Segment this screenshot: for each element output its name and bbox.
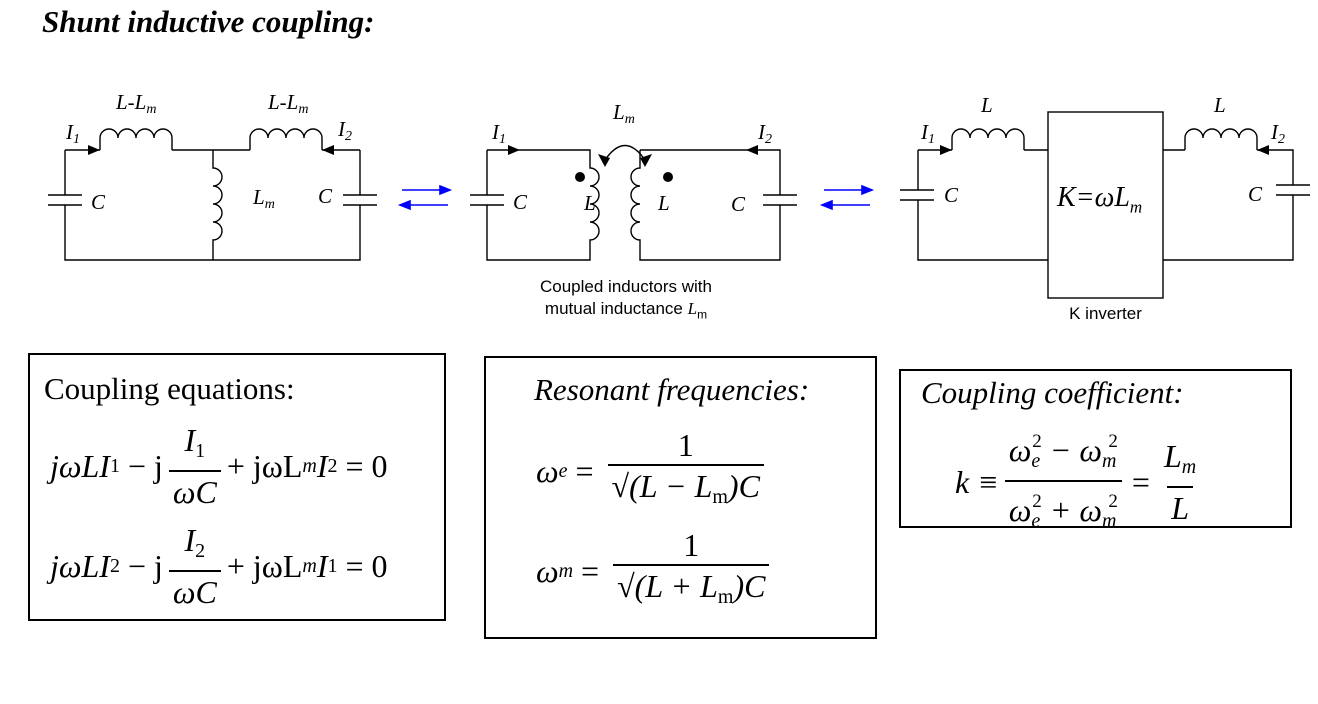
c2-cap-left-label: C	[513, 190, 528, 214]
equiv-arrowhead-1a	[439, 184, 453, 196]
coupling-coefficient-heading: Coupling coefficient:	[921, 375, 1184, 410]
c2-dot-left	[575, 172, 585, 182]
c3-cap-left	[900, 189, 934, 201]
equiv-arrowhead-2a	[861, 184, 875, 196]
c3-inductor-left-label: L	[981, 93, 993, 117]
c2-current-arrow-right	[746, 145, 758, 155]
c1-inductor-right-label: L-Lm	[268, 90, 309, 117]
c3-current-left-label: I1	[921, 120, 935, 147]
c3-right-loop	[1163, 149, 1294, 261]
coupling-equations-heading: Coupling equations:	[44, 371, 295, 406]
c3-current-arrow-left	[940, 145, 952, 155]
c2-caption-line2: mutual inductance Lm	[544, 299, 708, 322]
c1-inductor-left-label: L-Lm	[116, 90, 157, 117]
c2-right-loop	[630, 149, 781, 261]
c2-mutual-label: Lm	[613, 100, 635, 127]
c1-cap-right-label: C	[318, 184, 333, 208]
c2-current-left-label: I1	[492, 120, 506, 147]
c1-current-arrow-left	[88, 145, 100, 155]
c2-caption: Coupled inductors with mutual inductance…	[514, 276, 738, 325]
c1-current-right-label: I2	[338, 117, 352, 144]
c3-cap-right-label: C	[1248, 182, 1263, 206]
c3-cap-right	[1276, 184, 1310, 196]
c3-inductor-right	[1184, 128, 1258, 150]
c2-arc-arrow-right	[640, 154, 652, 167]
c2-left-loop	[486, 149, 600, 261]
c1-inductor-left	[99, 128, 173, 150]
c3-current-right-label: I2	[1271, 120, 1285, 147]
coupling-coefficient-box: Coupling coefficient: k ≡ ωe2 − ωm2 ωe2 …	[899, 369, 1292, 532]
c2-current-right-label: I2	[758, 120, 772, 147]
equiv-arrowhead-1b	[397, 199, 411, 211]
c3-current-arrow-right	[1257, 145, 1269, 155]
inverter-caption: K inverter	[1069, 304, 1142, 323]
c2-arc-arrow-left	[598, 154, 610, 167]
inverter-formula: K=ωLm	[1057, 182, 1143, 217]
c2-cap-left	[470, 194, 504, 206]
c1-shunt-inductor	[212, 150, 223, 260]
resonant-frequencies-heading: Resonant frequencies:	[534, 372, 810, 407]
c3-cap-left-label: C	[944, 183, 959, 207]
c1-inductor-right	[249, 128, 323, 150]
circuit-diagrams	[48, 111, 1310, 299]
c3-inductor-left	[951, 128, 1025, 150]
c3-left-loop	[917, 150, 1048, 261]
c1-cap-left	[48, 194, 82, 206]
page-title: Shunt inductive coupling:	[42, 4, 375, 39]
c1-current-left-label: I1	[66, 120, 80, 147]
c3-inductor-right-label: L	[1214, 93, 1226, 117]
c2-dot-right	[663, 172, 673, 182]
c2-caption-line1: Coupled inductors with	[540, 277, 712, 296]
c1-shunt-inductor-label: Lm	[253, 185, 275, 212]
c1-cap-left-label: C	[91, 190, 106, 214]
c2-ind-left-label: L	[584, 191, 596, 215]
c1-cap-right	[343, 194, 377, 206]
c2-cap-right	[763, 194, 797, 206]
c2-ind-right-label: L	[658, 191, 670, 215]
equiv-arrowhead-2b	[819, 199, 833, 211]
c1-current-arrow-right	[322, 145, 334, 155]
c3-inverter-box	[1047, 111, 1164, 299]
c2-current-arrow-left	[508, 145, 520, 155]
c2-cap-right-label: C	[731, 192, 746, 216]
